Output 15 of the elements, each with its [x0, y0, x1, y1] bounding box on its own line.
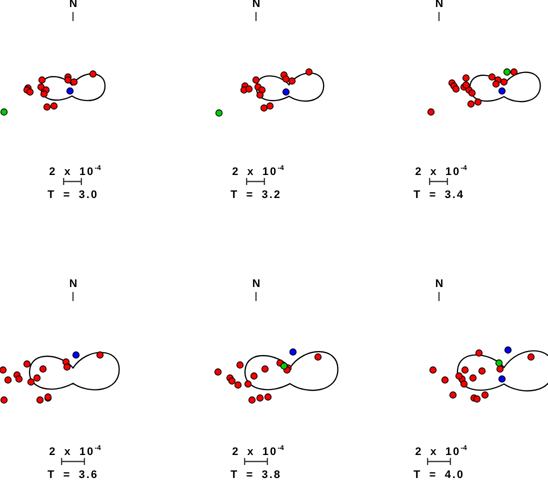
north-label: N [434, 278, 446, 291]
time-label: T = 3.6 [46, 469, 100, 482]
time-label: T = 3.4 [412, 189, 466, 202]
scale-label: 2 x 10$^{-4}$ [231, 164, 285, 179]
scale-label: 2 x 10$^{-4}$ [414, 444, 468, 459]
north-label: N [68, 278, 80, 291]
north-label: N [251, 278, 263, 291]
time-label: T = 3.0 [46, 189, 100, 202]
time-label: T = 3.8 [229, 469, 283, 482]
scale-label: 2 x 10$^{-4}$ [48, 164, 102, 179]
scale-label: 2 x 10$^{-4}$ [231, 444, 285, 459]
scale-label: 2 x 10$^{-4}$ [414, 164, 468, 179]
time-label: T = 4.0 [412, 469, 466, 482]
scale-label: 2 x 10$^{-4}$ [48, 444, 102, 459]
time-label: T = 3.2 [229, 189, 283, 202]
